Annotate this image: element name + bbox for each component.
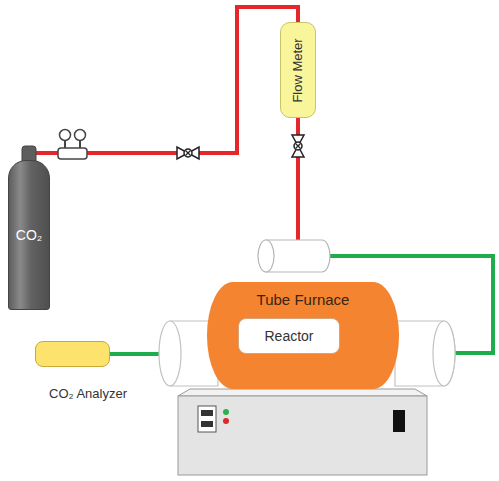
fitting-face	[258, 240, 274, 272]
node-label: Tube Furnace	[257, 291, 350, 308]
power-switch	[393, 410, 405, 432]
flow-meter: Flow Meter	[280, 22, 316, 118]
node-label: Flow Meter	[291, 38, 306, 102]
pressure-gauge	[75, 130, 86, 141]
valve-symbol	[177, 147, 199, 159]
pipe-fitting	[266, 240, 330, 272]
switch	[201, 421, 213, 427]
end-cap-face	[159, 321, 181, 386]
switch	[201, 410, 213, 416]
co2-analyzer: CO₂ Analyzer	[35, 341, 110, 367]
reactor-box: Reactor	[238, 318, 340, 354]
end-cap-face	[433, 321, 455, 386]
gas-line	[29, 7, 298, 160]
furnace-base	[178, 396, 427, 475]
pressure-gauge	[60, 130, 71, 141]
valve-symbol	[292, 135, 304, 157]
indicator-light	[223, 418, 229, 424]
valve-knob	[294, 142, 302, 150]
end-cap	[395, 321, 455, 386]
node-label: CO₂ Analyzer	[49, 387, 127, 402]
base-top	[178, 389, 427, 396]
indicator-light	[223, 409, 229, 415]
node-label: CO₂	[16, 227, 42, 243]
valve-cross	[296, 144, 301, 149]
node-label: Reactor	[264, 328, 313, 344]
valve-knob	[184, 149, 192, 157]
switch-panel	[198, 406, 216, 432]
tube-furnace: Tube FurnaceReactor	[207, 282, 399, 389]
regulator-body	[58, 148, 87, 159]
gas-cylinder: CO₂	[8, 160, 50, 310]
valve-cross	[186, 151, 191, 156]
